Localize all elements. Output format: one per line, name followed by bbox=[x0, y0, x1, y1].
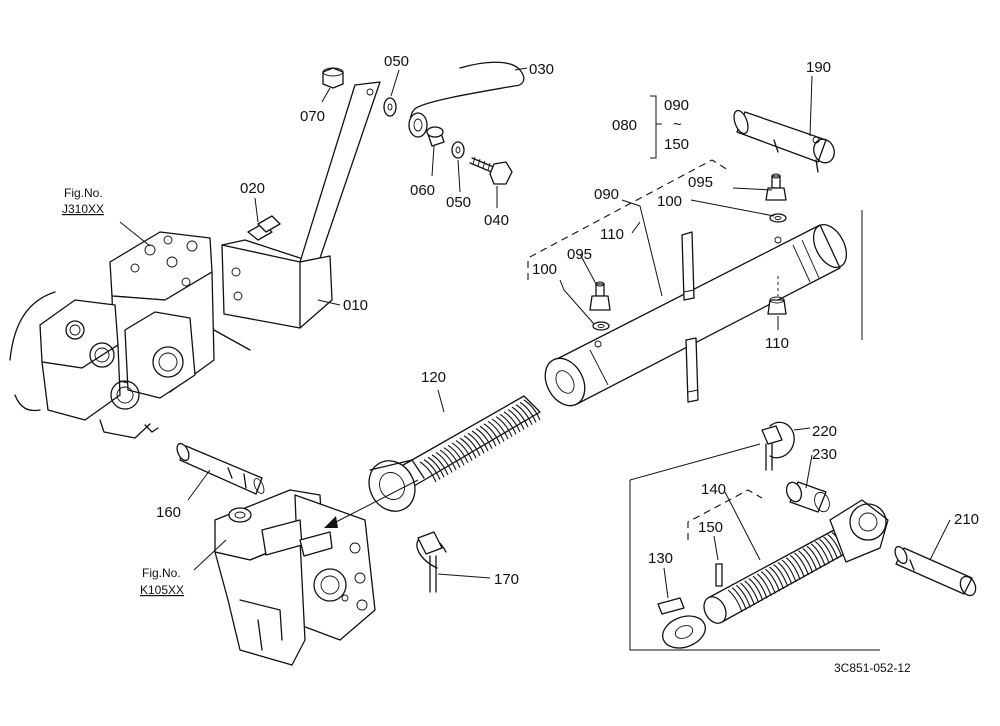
callout-090: 090 bbox=[594, 186, 619, 203]
callout-110-right: 110 bbox=[765, 335, 789, 352]
bolt-020 bbox=[247, 215, 281, 241]
lynch-pin-170 bbox=[416, 531, 447, 593]
drawing-code: 3C851-052-12 bbox=[834, 661, 911, 675]
callout-050-top: 050 bbox=[384, 53, 409, 70]
fig-ref-bottom-label: Fig.No. bbox=[142, 566, 181, 580]
fig-ref-top-code: J310XX bbox=[62, 202, 104, 216]
callout-030: 030 bbox=[529, 61, 554, 78]
threaded-rod-120 bbox=[368, 395, 541, 512]
lower-assembly-frame bbox=[629, 443, 880, 651]
wire-pin-030 bbox=[408, 61, 525, 138]
assembly-bracket-090 bbox=[527, 159, 729, 280]
nut-070 bbox=[322, 67, 344, 89]
lift-arm-block bbox=[214, 489, 376, 666]
leader-lines bbox=[119, 67, 951, 599]
callout-040: 040 bbox=[484, 212, 509, 229]
fig-ref-top-label: Fig.No. bbox=[64, 186, 103, 200]
callout-090-range-start: 090 bbox=[664, 97, 689, 114]
hydraulic-valve-block bbox=[9, 231, 251, 439]
callout-090-range-tilde: ~ bbox=[673, 116, 682, 133]
grease-nipple-095-right bbox=[765, 173, 787, 201]
callout-150: 150 bbox=[698, 519, 723, 536]
callout-100-right: 100 bbox=[657, 193, 682, 210]
callout-220: 220 bbox=[812, 423, 837, 440]
callout-095-left: 095 bbox=[567, 246, 592, 263]
callout-230: 230 bbox=[812, 446, 837, 463]
lynch-pin-220 bbox=[761, 421, 795, 471]
callout-130: 130 bbox=[648, 550, 673, 567]
bolt-040 bbox=[469, 156, 513, 185]
callout-160: 160 bbox=[156, 504, 181, 521]
callout-090-range-end: 150 bbox=[664, 136, 689, 153]
washer-050-bottom bbox=[451, 141, 465, 159]
spring-pin-150 bbox=[715, 563, 723, 587]
callout-120: 120 bbox=[421, 369, 446, 386]
callout-010: 010 bbox=[343, 297, 368, 314]
callout-100-left: 100 bbox=[532, 261, 557, 278]
pin-190 bbox=[733, 109, 835, 173]
lock-nut-130 bbox=[657, 597, 706, 649]
callout-060: 060 bbox=[410, 182, 435, 199]
callout-140: 140 bbox=[701, 481, 726, 498]
collar-230 bbox=[785, 481, 830, 513]
assembly-arrow bbox=[324, 479, 419, 528]
top-link-body-090 bbox=[544, 224, 848, 407]
callout-070: 070 bbox=[300, 108, 325, 125]
pin-210 bbox=[894, 545, 977, 597]
bracket-010 bbox=[221, 81, 381, 329]
spacer-060 bbox=[426, 126, 445, 147]
callout-050-bottom: 050 bbox=[446, 194, 471, 211]
callouts: 010 020 030 040 050 050 060 070 080 090 … bbox=[62, 53, 979, 675]
washer-050-top bbox=[383, 97, 397, 117]
callout-020: 020 bbox=[240, 180, 265, 197]
callout-080: 080 bbox=[612, 117, 637, 134]
callout-210: 210 bbox=[954, 511, 979, 528]
callout-170: 170 bbox=[494, 571, 519, 588]
threaded-rod-140 bbox=[703, 499, 889, 624]
callout-110-left: 110 bbox=[600, 226, 624, 243]
callout-095-right: 095 bbox=[688, 174, 713, 191]
plug-110 bbox=[767, 276, 787, 315]
pin-160 bbox=[176, 442, 265, 495]
washer-100-left bbox=[592, 321, 610, 331]
grease-nipple-095-left bbox=[589, 281, 611, 311]
assembly-bracket-140 bbox=[687, 489, 763, 540]
fig-ref-bottom-code: K105XX bbox=[140, 583, 184, 597]
callout-190: 190 bbox=[806, 59, 831, 76]
